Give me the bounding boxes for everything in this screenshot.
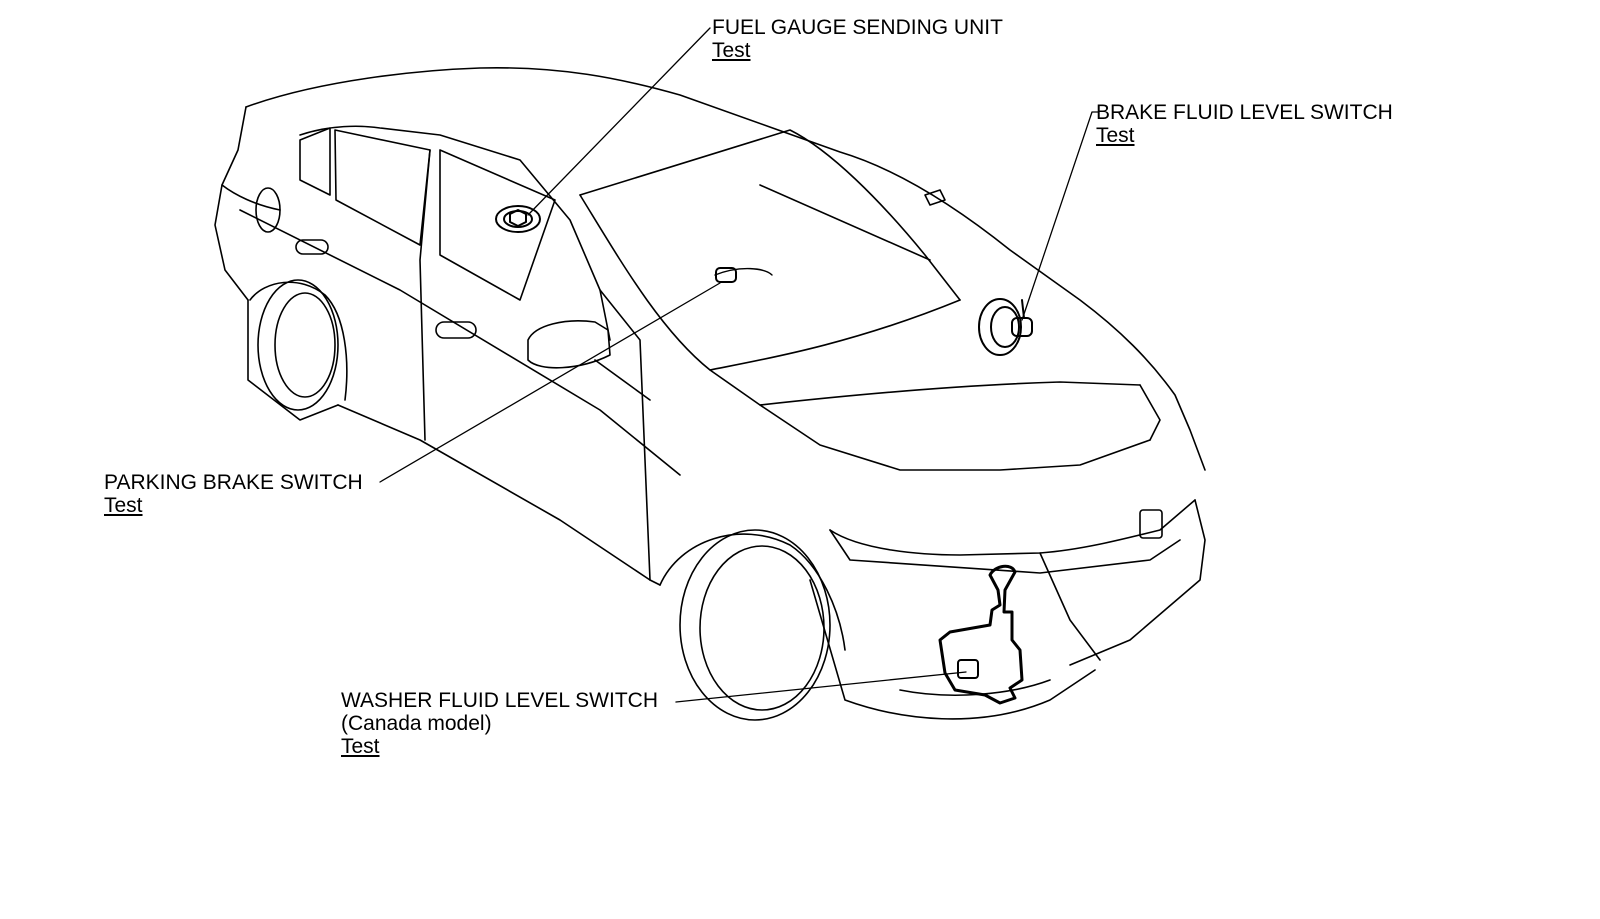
washer-fluid-leader-line [675, 671, 967, 703]
parking-brake-switch-callout: PARKING BRAKE SWITCH Test [104, 471, 363, 517]
washer-fluid-level-switch-marker [938, 564, 1024, 705]
washer-fluid-test-link[interactable]: Test [341, 735, 380, 758]
brake-fluid-level-switch-label: BRAKE FLUID LEVEL SWITCH [1096, 101, 1393, 124]
washer-fluid-level-switch-callout: WASHER FLUID LEVEL SWITCH (Canada model)… [341, 689, 658, 758]
component-markers [495, 205, 1033, 705]
parking-brake-switch-marker [714, 267, 773, 283]
parking-brake-switch-label: PARKING BRAKE SWITCH [104, 471, 363, 494]
washer-fluid-model-note: (Canada model) [341, 712, 492, 735]
brake-fluid-level-switch-marker [978, 298, 1033, 356]
washer-fluid-level-switch-label: WASHER FLUID LEVEL SWITCH [341, 689, 658, 712]
leader-lines [379, 27, 1099, 703]
parking-brake-test-link[interactable]: Test [104, 494, 143, 517]
parking-brake-leader-line [379, 282, 721, 483]
fuel-gauge-sending-unit-callout: FUEL GAUGE SENDING UNIT Test [712, 16, 1003, 62]
brake-fluid-leader-line [1021, 111, 1099, 321]
fuel-gauge-test-link[interactable]: Test [712, 39, 751, 62]
fuel-gauge-sending-unit-marker [495, 205, 541, 233]
brake-fluid-level-switch-callout: BRAKE FLUID LEVEL SWITCH Test [1096, 101, 1393, 147]
car-body-illustration [214, 66, 1206, 721]
fuel-gauge-leader-line [527, 27, 711, 216]
brake-fluid-test-link[interactable]: Test [1096, 124, 1135, 147]
fuel-gauge-sending-unit-label: FUEL GAUGE SENDING UNIT [712, 16, 1003, 39]
